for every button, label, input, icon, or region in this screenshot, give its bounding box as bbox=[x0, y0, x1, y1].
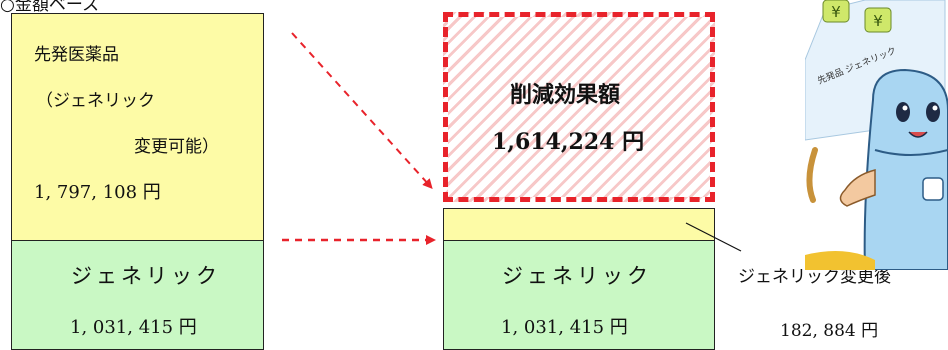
diagonal-arrow bbox=[291, 32, 433, 189]
brand-drug-amount: 1, 797, 108 円 bbox=[34, 182, 161, 203]
header-label: ○金額ベース bbox=[0, 0, 99, 15]
brand-drug-box bbox=[11, 13, 264, 241]
generic-label-before: ジェネリック bbox=[71, 264, 221, 288]
savings-amount: 1,614,224 円 bbox=[492, 129, 645, 155]
brand-drug-title: 先発医薬品 bbox=[34, 45, 119, 65]
svg-text:¥: ¥ bbox=[873, 12, 883, 30]
generic-label-after: ジェネリック bbox=[502, 264, 652, 288]
generic-amount-before: 1, 031, 415 円 bbox=[70, 317, 197, 338]
savings-title: 削減効果額 bbox=[510, 82, 621, 108]
callout-amount: 182, 884 円 bbox=[780, 321, 879, 341]
brand-drug-subtitle-1: （ジェネリック bbox=[36, 91, 155, 111]
callout-leader-line bbox=[685, 222, 742, 252]
yen-coin-icon: ¥ bbox=[864, 7, 892, 33]
brand-drug-subtitle-2: 変更可能） bbox=[134, 137, 219, 157]
generic-amount-after: 1, 031, 415 円 bbox=[501, 317, 628, 338]
svg-text:¥: ¥ bbox=[831, 3, 841, 21]
callout-label: ジェネリック変更後 bbox=[738, 267, 891, 287]
mascot-illustration: ¥ ¥ 先発品 ジェネリック bbox=[805, 0, 948, 270]
yen-coin-icon: ¥ bbox=[822, 0, 850, 23]
savings-box bbox=[443, 12, 715, 202]
generic-box-after bbox=[443, 240, 715, 350]
